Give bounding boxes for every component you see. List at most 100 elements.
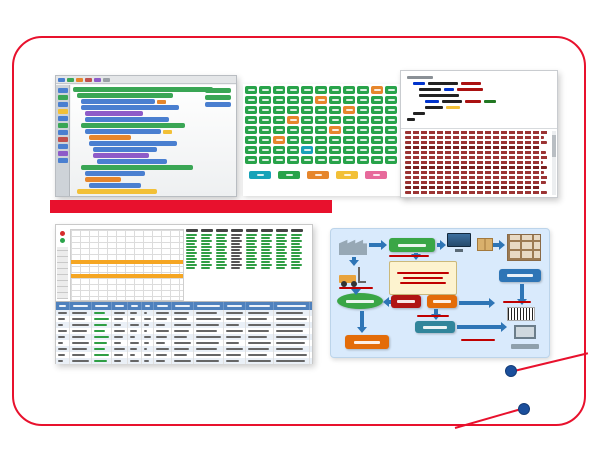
cell-text	[261, 139, 269, 141]
flow-box	[389, 238, 435, 252]
cell-text	[275, 159, 283, 161]
cell-text	[226, 360, 239, 362]
icon-shelves	[507, 234, 541, 261]
scrollbar	[552, 131, 556, 195]
status-cell	[287, 106, 299, 114]
cell-text	[331, 159, 339, 161]
legend-text	[343, 174, 351, 176]
block-row	[71, 99, 236, 104]
cell-text	[174, 342, 191, 344]
cell-text	[114, 324, 121, 326]
status-cell	[385, 86, 397, 94]
status-cell	[385, 96, 397, 104]
value-cell	[231, 258, 242, 260]
value-cell	[261, 246, 272, 248]
arrow-shaft	[434, 309, 438, 314]
value-cell	[216, 243, 225, 245]
log-line	[405, 131, 549, 134]
code-line	[403, 104, 551, 110]
status-cell	[301, 146, 313, 154]
header-text	[157, 305, 168, 307]
log-line	[405, 181, 546, 184]
value-cell	[246, 240, 257, 242]
value-cell	[231, 237, 240, 239]
table-cell	[92, 340, 112, 346]
code-token	[465, 99, 481, 103]
table-header-cell	[172, 302, 194, 310]
status-cell	[329, 86, 341, 94]
status-cell	[357, 146, 369, 154]
status-cell	[357, 126, 369, 134]
cell-text	[144, 342, 149, 344]
value-cell	[291, 243, 300, 245]
icon-computer	[511, 325, 539, 349]
status-cell	[343, 156, 355, 164]
cell-text	[144, 348, 147, 350]
status-cell	[329, 156, 341, 164]
code-block	[89, 141, 177, 146]
block-chip	[157, 99, 166, 104]
table-cell	[274, 340, 310, 346]
value-column-header	[276, 229, 288, 232]
value-cell	[186, 237, 195, 239]
table-cell	[56, 352, 70, 358]
value-cell	[216, 261, 225, 263]
side-block	[205, 95, 231, 100]
table-cell	[56, 322, 70, 328]
value-cell	[276, 261, 285, 263]
cell-text	[226, 318, 241, 320]
value-cell	[186, 234, 197, 236]
value-cell	[186, 240, 197, 242]
table-cell	[154, 352, 172, 358]
cell-text	[94, 318, 109, 320]
value-cell	[261, 264, 272, 266]
cell-text	[359, 129, 367, 131]
arrow-shaft	[520, 284, 524, 299]
cell-text	[58, 318, 65, 320]
cell-text	[174, 318, 187, 320]
value-column	[231, 229, 243, 299]
value-cell	[246, 252, 257, 254]
cell-text	[156, 330, 169, 332]
code-block	[85, 171, 145, 176]
cell-text	[276, 342, 305, 344]
status-cell	[357, 86, 369, 94]
code-token	[442, 99, 462, 103]
code-line	[403, 116, 551, 122]
status-cell	[273, 96, 285, 104]
cell-text	[345, 129, 353, 131]
monitor-screen	[447, 233, 471, 247]
cell-text	[248, 354, 267, 356]
cell-text	[373, 149, 381, 151]
table-header-cell	[128, 302, 142, 310]
value-column-header	[261, 229, 273, 232]
value-cell	[246, 264, 257, 266]
status-cell	[357, 116, 369, 124]
value-column-header	[216, 229, 228, 232]
legend-text	[372, 174, 380, 176]
block-row	[71, 183, 236, 188]
table-cell	[224, 328, 246, 334]
status-cell	[357, 156, 369, 164]
cell-text	[276, 336, 307, 338]
status-cell	[315, 126, 327, 134]
red-divider-bar	[50, 200, 332, 213]
table-row	[56, 322, 312, 328]
log-line	[405, 176, 549, 179]
table-cell	[274, 352, 310, 358]
cell-text	[261, 159, 269, 161]
red-indicator-dot	[60, 231, 65, 236]
cell-text	[72, 342, 89, 344]
cell-text	[373, 129, 381, 131]
block-row	[71, 153, 236, 158]
value-column-header	[186, 229, 198, 232]
cell-text	[359, 119, 367, 121]
highlight-row	[71, 274, 183, 278]
table-cell	[92, 328, 112, 334]
table-cell	[194, 322, 224, 328]
value-cell	[261, 243, 270, 245]
code-block	[81, 99, 155, 104]
code-text-area	[403, 74, 551, 126]
status-cell	[357, 96, 369, 104]
table-cell	[142, 358, 154, 364]
